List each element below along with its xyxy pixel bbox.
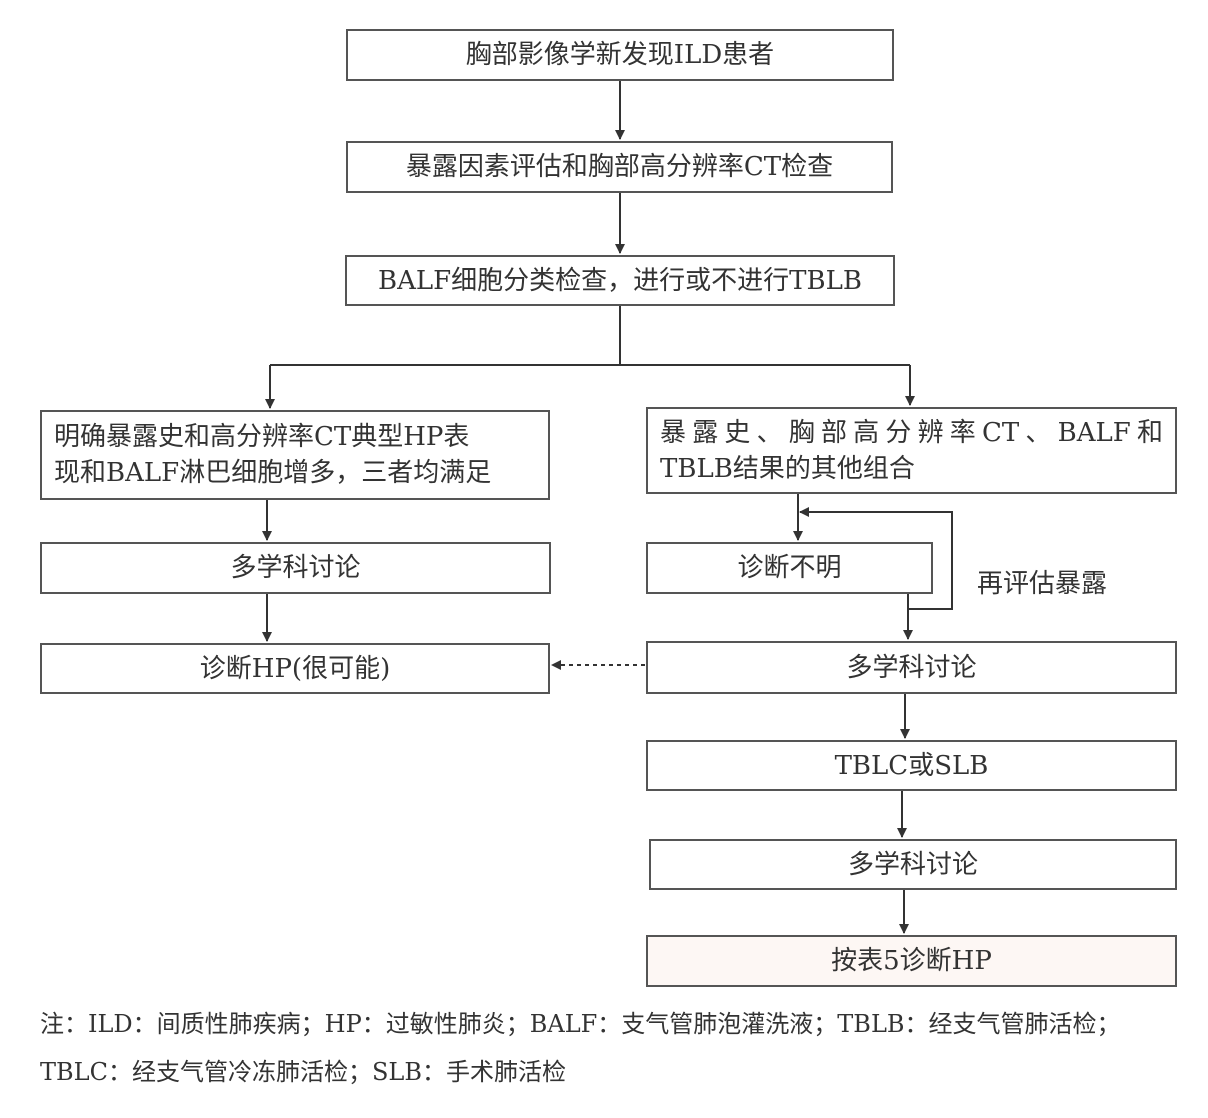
node-diagnosis-hp-probable: 诊断HP(很可能) — [40, 643, 550, 694]
node-text: 胸部影像学新发现ILD患者 — [465, 40, 775, 70]
node-right-mdt: 多学科讨论 — [646, 641, 1177, 694]
node-new-ild-patient: 胸部影像学新发现ILD患者 — [346, 29, 894, 81]
node-text-line2: TBLB结果的其他组合 — [660, 453, 915, 484]
node-text: 多学科讨论 — [847, 849, 978, 880]
node-criteria-met: 明确暴露史和高分辨率CT典型HP表 现和BALF淋巴细胞增多，三者均满足 — [40, 410, 550, 500]
node-text: TBLC或SLB — [834, 750, 989, 781]
node-text: 多学科讨论 — [230, 553, 361, 583]
node-text: 暴露因素评估和胸部高分辨率CT检查 — [405, 152, 834, 182]
node-text: 多学科讨论 — [846, 652, 977, 683]
node-text: 诊断HP(很可能) — [199, 653, 391, 684]
node-text-line1: 明确暴露史和高分辨率CT典型HP表 — [54, 422, 470, 452]
node-text-line2: 现和BALF淋巴细胞增多，三者均满足 — [54, 458, 492, 488]
reassess-exposure-label: 再评估暴露 — [977, 569, 1108, 599]
node-left-mdt: 多学科讨论 — [40, 542, 551, 594]
footnote: 注：ILD：间质性肺疾病；HP：过敏性肺炎；BALF：支气管肺泡灌洗液；TBLB… — [40, 1010, 1121, 1086]
reassess-loop — [799, 507, 953, 610]
node-balf-tblb: BALF细胞分类检查，进行或不进行TBLB — [345, 255, 895, 306]
node-diagnose-by-table5: 按表5诊断HP — [646, 935, 1177, 987]
node-right-mdt-2: 多学科讨论 — [649, 839, 1177, 890]
node-text-line1: 暴露史、胸部高分辨率CT、BALF和 — [660, 417, 1163, 448]
node-tblc-or-slb: TBLC或SLB — [646, 740, 1177, 791]
node-diagnosis-unclear: 诊断不明 — [646, 542, 933, 594]
node-text: 按表5诊断HP — [831, 946, 992, 976]
node-text: BALF细胞分类检查，进行或不进行TBLB — [377, 265, 862, 296]
node-exposure-hrct: 暴露因素评估和胸部高分辨率CT检查 — [346, 141, 893, 193]
node-other-combinations: 暴露史、胸部高分辨率CT、BALF和 TBLB结果的其他组合 — [646, 407, 1177, 494]
node-text: 诊断不明 — [737, 553, 842, 583]
